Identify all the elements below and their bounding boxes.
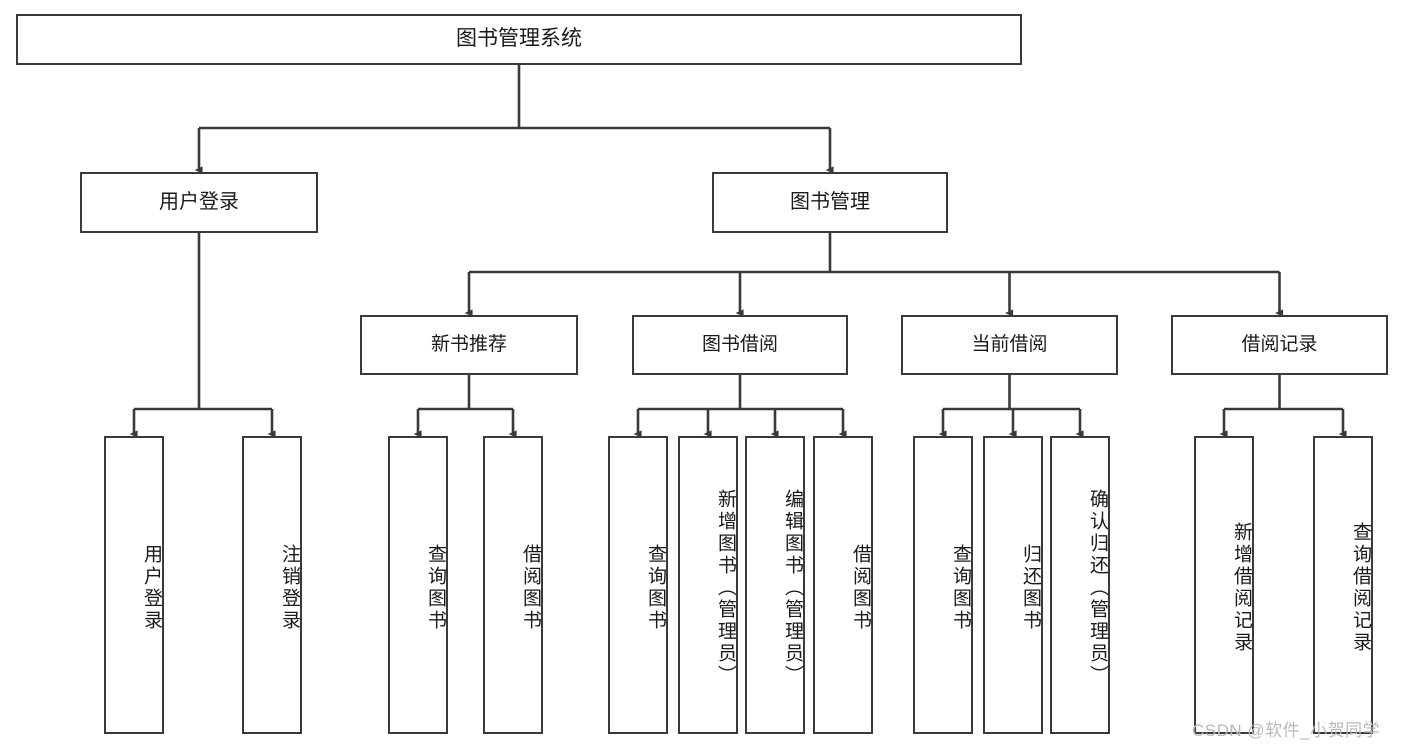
node-leaf-borrow-book-2-label: 借阅图书: [850, 544, 871, 632]
node-leaf-user-logout-label: 注销登录: [279, 544, 300, 632]
node-current-borrow-label: 当前借阅: [971, 333, 1048, 355]
node-leaf-confirm-return-label: 确认归还（管理员）: [1087, 489, 1108, 687]
node-leaf-borrow-book-1-label: 借阅图书: [520, 544, 541, 632]
node-leaf-borrow-book-2[interactable]: 借阅图书: [813, 436, 873, 734]
node-leaf-user-logout[interactable]: 注销登录: [242, 436, 302, 734]
node-root[interactable]: 图书管理系统: [16, 14, 1022, 65]
node-leaf-query-record[interactable]: 查询借阅记录: [1313, 436, 1373, 734]
node-new-book-rec[interactable]: 新书推荐: [360, 315, 578, 375]
node-leaf-query-book-1[interactable]: 查询图书: [388, 436, 448, 734]
node-new-book-rec-label: 新书推荐: [430, 333, 507, 355]
node-leaf-user-login[interactable]: 用户登录: [104, 436, 164, 734]
node-leaf-query-book-2-label: 查询图书: [645, 544, 666, 632]
node-leaf-edit-book[interactable]: 编辑图书（管理员）: [745, 436, 805, 734]
node-current-borrow[interactable]: 当前借阅: [901, 315, 1118, 375]
node-leaf-add-record-label: 新增借阅记录: [1231, 522, 1252, 654]
node-leaf-add-book[interactable]: 新增图书（管理员）: [678, 436, 738, 734]
node-leaf-query-book-2[interactable]: 查询图书: [608, 436, 668, 734]
node-book-borrow[interactable]: 图书借阅: [632, 315, 848, 375]
node-book-manage-label: 图书管理: [790, 190, 870, 213]
node-leaf-query-book-3[interactable]: 查询图书: [913, 436, 973, 734]
node-leaf-query-book-3-label: 查询图书: [950, 544, 971, 632]
node-leaf-add-record[interactable]: 新增借阅记录: [1194, 436, 1254, 734]
node-leaf-return-book-label: 归还图书: [1020, 544, 1041, 632]
node-user-login-label: 用户登录: [159, 190, 239, 213]
node-leaf-edit-book-label: 编辑图书（管理员）: [782, 489, 803, 687]
node-leaf-add-book-label: 新增图书（管理员）: [715, 489, 736, 687]
node-leaf-return-book[interactable]: 归还图书: [983, 436, 1043, 734]
node-leaf-query-book-1-label: 查询图书: [425, 544, 446, 632]
node-root-label: 图书管理系统: [456, 27, 582, 51]
node-book-borrow-label: 图书借阅: [701, 333, 778, 355]
node-leaf-borrow-book-1[interactable]: 借阅图书: [483, 436, 543, 734]
node-leaf-query-record-label: 查询借阅记录: [1350, 522, 1371, 654]
node-leaf-user-login-label: 用户登录: [141, 544, 162, 632]
node-borrow-record[interactable]: 借阅记录: [1171, 315, 1388, 375]
csdn-watermark: CSDN @软件_小贺同学: [1192, 721, 1381, 740]
node-borrow-record-label: 借阅记录: [1241, 333, 1318, 355]
node-book-manage[interactable]: 图书管理: [712, 172, 948, 233]
node-user-login[interactable]: 用户登录: [80, 172, 318, 233]
node-leaf-confirm-return[interactable]: 确认归还（管理员）: [1050, 436, 1110, 734]
